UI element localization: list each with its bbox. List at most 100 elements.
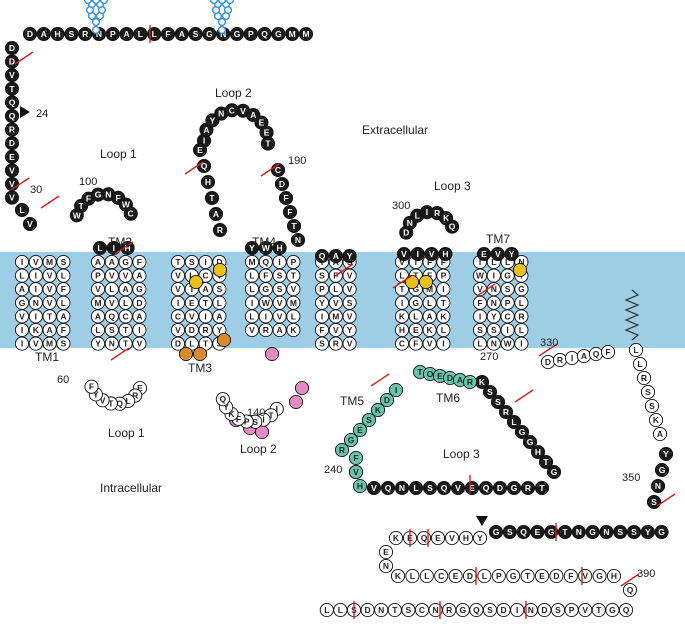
c-tail-residue: D [537, 602, 552, 618]
highlight-yellow-residue [512, 262, 528, 278]
svg-text:D: D [541, 605, 547, 615]
svg-text:I: I [21, 339, 23, 349]
tm6-residue: K [422, 322, 437, 338]
svg-text:C: C [419, 605, 425, 615]
svg-text:A: A [41, 29, 47, 39]
svg-text:W: W [73, 210, 82, 220]
svg-text:L: L [441, 325, 446, 335]
svg-text:V: V [109, 271, 115, 281]
n-terminus-residue: E [4, 149, 20, 164]
svg-text:N: N [491, 298, 497, 308]
c-tail-residue: S [401, 602, 416, 618]
helix-cap-residue: Y [244, 240, 260, 256]
tm1-residue: T [42, 309, 57, 324]
c-tail-residue: Y [640, 524, 655, 540]
svg-text:G: G [510, 571, 517, 581]
c-tail-residue: Q [622, 582, 638, 598]
tm4-residue: L [244, 268, 260, 283]
loop3-intra-green-residue: V [348, 464, 364, 480]
svg-text:F: F [283, 193, 288, 203]
tm3-residue: I [198, 254, 213, 270]
svg-text:G: G [136, 284, 143, 294]
svg-text:N: N [528, 605, 534, 615]
svg-text:V: V [353, 467, 359, 477]
svg-text:S: S [69, 29, 75, 39]
tm5-residue: R [328, 336, 343, 351]
tm4-residue: M [286, 295, 301, 310]
tm7-residue: I [500, 322, 515, 338]
svg-text:I: I [265, 311, 267, 321]
svg-text:R: R [518, 311, 524, 321]
svg-text:L: L [126, 396, 131, 406]
svg-text:I: I [426, 207, 428, 217]
c-tail-residue: G [654, 524, 669, 540]
svg-text:R: R [467, 377, 473, 387]
svg-text:S: S [645, 387, 651, 397]
n-terminus-residue: V [4, 163, 20, 178]
loop2-extra-residue: Q [196, 158, 212, 174]
c-tail-residue: N [428, 602, 443, 618]
svg-text:Q: Q [483, 483, 490, 493]
svg-text:C: C [505, 311, 511, 321]
svg-text:F: F [427, 257, 432, 267]
svg-text:H: H [399, 325, 405, 335]
svg-text:T: T [203, 298, 209, 308]
helix-cap-residue: H [120, 240, 135, 256]
loop3-intra-residue: V [450, 480, 466, 496]
c-tail-residue: S [613, 524, 628, 540]
svg-text:L: L [399, 271, 404, 281]
svg-text:L: L [491, 257, 496, 267]
tm7-residue: G [514, 282, 529, 297]
tm5-residue: P [314, 282, 330, 297]
svg-text:T: T [441, 298, 447, 308]
svg-text:Q: Q [623, 605, 630, 615]
svg-text:L: L [61, 271, 66, 281]
tm2-residue: Q [104, 309, 119, 324]
svg-text:Q: Q [520, 527, 527, 537]
svg-text:R: R [217, 225, 223, 235]
tm1-residue: M [42, 336, 57, 351]
svg-text:A: A [179, 29, 185, 39]
svg-text:L: L [249, 271, 254, 281]
svg-text:F: F [319, 325, 324, 335]
residue-number-140: 140 [247, 407, 265, 419]
loop3-intra-residue: Q [436, 480, 452, 496]
svg-text:Q: Q [593, 349, 600, 359]
tm4-residue: G [258, 282, 273, 297]
tm4-residue: P [286, 254, 301, 270]
tm1-residue: K [28, 322, 43, 338]
loop2-extra-residue: F [282, 204, 298, 220]
svg-text:V: V [240, 106, 246, 116]
tm2-residue: L [118, 295, 133, 310]
svg-text:V: V [175, 325, 181, 335]
tm3-residue: C [170, 309, 186, 324]
svg-text:R: R [503, 407, 509, 417]
svg-text:Y: Y [93, 389, 99, 399]
svg-text:A: A [19, 284, 25, 294]
tm4-residue: V [272, 295, 287, 310]
svg-text:I: I [401, 298, 403, 308]
loop3-intra-residue: V [366, 480, 382, 496]
svg-text:I: I [479, 257, 481, 267]
helix-cap-residue: E [476, 246, 492, 262]
residue-number-190: 190 [288, 155, 306, 167]
svg-text:I: I [442, 339, 444, 349]
svg-text:S: S [651, 497, 657, 507]
n-terminus-residue: M [298, 26, 314, 42]
svg-text:Y: Y [347, 325, 353, 335]
c-tail-residue: S [640, 384, 656, 400]
n-terminus-residue: M [285, 26, 300, 42]
svg-text:T: T [123, 325, 129, 335]
tm6-residue: C [394, 336, 410, 351]
svg-text:E: E [197, 145, 203, 155]
svg-text:G: G [551, 467, 558, 477]
svg-text:I: I [21, 257, 23, 267]
tm7-residue: C [500, 309, 515, 324]
tm5-residue: Y [342, 322, 357, 338]
residue-number-100: 100 [79, 176, 97, 188]
svg-text:V: V [33, 339, 39, 349]
svg-text:K: K [228, 409, 235, 419]
c-tail-residue: N [378, 558, 394, 574]
svg-text:T: T [189, 284, 195, 294]
c-tail-residue: K [390, 568, 406, 584]
